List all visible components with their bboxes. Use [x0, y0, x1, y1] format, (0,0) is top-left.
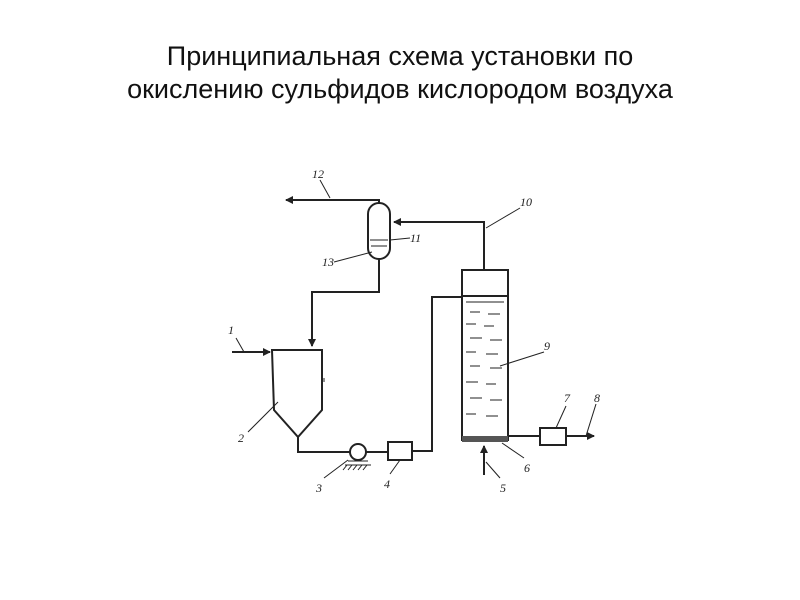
gas-separator — [367, 202, 391, 260]
pump-base-hatch — [342, 464, 368, 471]
label-13: 13 — [322, 255, 334, 269]
page-title: Принципиальная схема установки по окисле… — [0, 40, 800, 106]
condensate-return-pipe — [308, 259, 380, 347]
label-3: 3 — [315, 481, 322, 495]
label-7: 7 — [564, 391, 571, 405]
label-9: 9 — [544, 339, 550, 353]
heat-exchanger — [387, 441, 413, 461]
title-line-1: Принципиальная схема установки по — [166, 41, 634, 71]
filter-unit — [539, 427, 567, 446]
label-8: 8 — [594, 391, 600, 405]
label-12: 12 — [312, 167, 324, 181]
label-1: 1 — [228, 323, 234, 337]
label-4: 4 — [384, 477, 390, 491]
mixing-tank — [270, 349, 323, 439]
gas-outlet-pipe — [393, 218, 485, 270]
label-5: 5 — [500, 481, 506, 495]
tank-outlet-pipe — [297, 437, 350, 453]
label-10: 10 — [520, 195, 532, 209]
pump-base — [345, 460, 371, 466]
label-2: 2 — [238, 431, 244, 445]
vent-line — [285, 196, 380, 204]
leader-lines — [235, 179, 597, 479]
pump — [349, 443, 367, 461]
title-line-2: окислению сульфидов кислородом воздуха — [127, 74, 673, 104]
label-11: 11 — [410, 231, 421, 245]
feed-to-column-pipe — [412, 296, 462, 452]
label-6: 6 — [524, 461, 530, 475]
column-liquid-marks — [466, 301, 504, 417]
air-distributor-plate — [462, 436, 508, 442]
